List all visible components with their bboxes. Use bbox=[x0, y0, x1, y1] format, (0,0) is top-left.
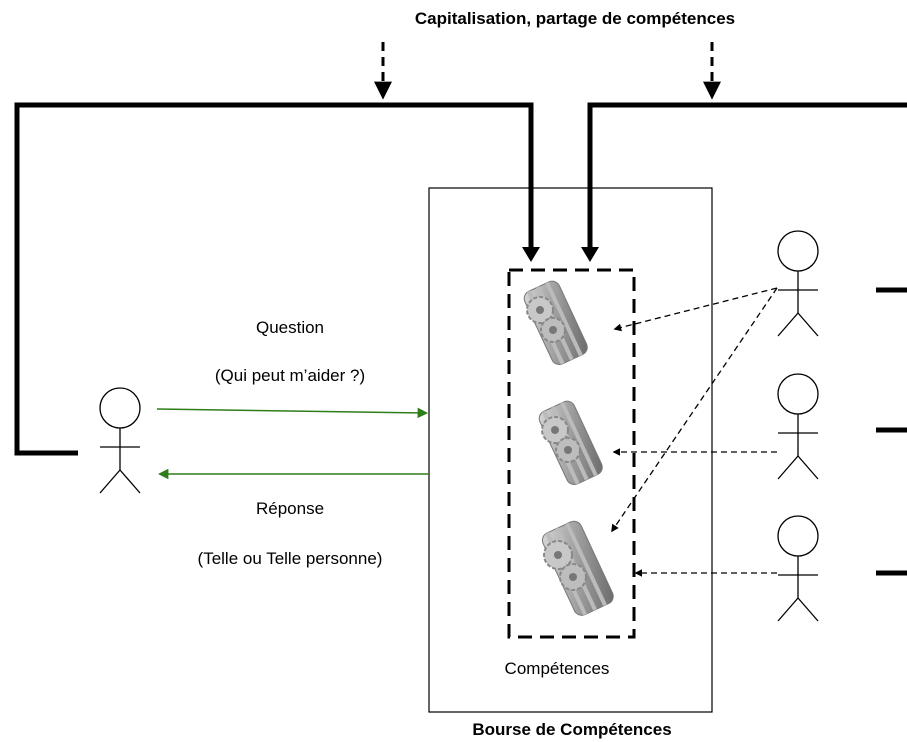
question-arrow bbox=[156, 407, 429, 419]
bourse-box bbox=[428, 187, 713, 713]
gear-cluster-middle bbox=[538, 400, 603, 485]
left-thick-path bbox=[14, 102, 534, 456]
right-path-arrowhead bbox=[581, 247, 599, 262]
contributor-stick-figure-1 bbox=[777, 230, 819, 337]
top-title: Capitalisation, partage de compétences bbox=[415, 9, 735, 28]
requester-stick-figure bbox=[99, 387, 141, 494]
skills-label: Compétences bbox=[505, 659, 610, 678]
answer-subtitle: (Telle ou Telle personne) bbox=[198, 549, 383, 568]
right-thick-path bbox=[587, 102, 907, 247]
gear-cluster-top bbox=[523, 280, 588, 365]
right-thick-stubs bbox=[876, 287, 907, 576]
gear-cluster-bottom bbox=[541, 520, 614, 616]
question-subtitle: (Qui peut m’aider ?) bbox=[215, 366, 365, 385]
skills-container bbox=[507, 268, 636, 639]
contributor-stick-figure-2 bbox=[777, 373, 819, 480]
contribution-dashed-arrows bbox=[611, 287, 778, 577]
answer-label: Réponse bbox=[256, 499, 324, 518]
left-path-arrowhead bbox=[522, 247, 540, 262]
contributor-stick-figure-3 bbox=[777, 515, 819, 622]
bourse-title: Bourse de Compétences bbox=[472, 720, 671, 739]
question-label: Question bbox=[256, 318, 324, 337]
title-dashed-arrows bbox=[374, 42, 721, 100]
